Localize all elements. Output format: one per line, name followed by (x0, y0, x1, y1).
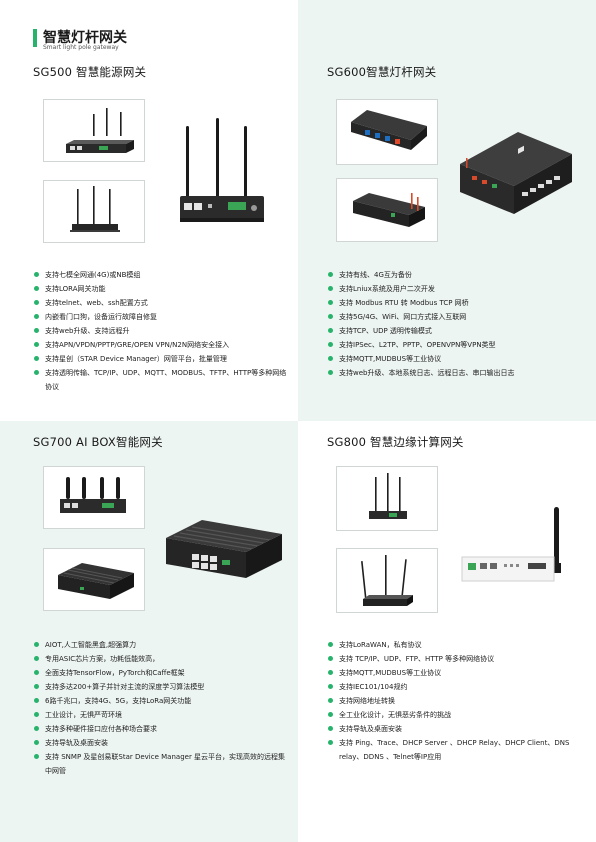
sg600-photo-side (336, 178, 438, 242)
list-item: 支持telnet、web、ssh配置方式 (33, 296, 291, 310)
sg700-title: SG700 AI BOX智能网关 (33, 435, 163, 449)
sg600-feature-list: 支持有线、4G互为备份 支持Lniux系统及用户二次开发 支持 Modbus R… (327, 268, 589, 380)
sg500-photo-front (43, 99, 145, 162)
sg500-photo-rear (43, 180, 145, 243)
sg600-product-image (460, 132, 572, 214)
sg800-photo-side (336, 548, 438, 613)
list-item: 支持 TCP/IP、UDP、FTP、HTTP 等多种网络协议 (327, 652, 589, 666)
list-item: 支持APN/VPDN/PPTP/GRE/OPEN VPN/N2N网络安全接入 (33, 338, 291, 352)
list-item: 支持导轨及桌面安装 (33, 736, 291, 750)
sg600-gateway-image (351, 110, 427, 150)
list-item: 支持Lniux系统及用户二次开发 (327, 282, 589, 296)
list-item: 支持导轨及桌面安装 (327, 722, 589, 736)
sg800-photo-top (336, 466, 438, 531)
list-item: 支持IPSec、L2TP、PPTP、OPENVPN等VPN类型 (327, 338, 589, 352)
list-item: 支持七模全网通(4G)或NB模组 (33, 268, 291, 282)
list-item: 支持MQTT,MUDBUS等工业协议 (327, 352, 589, 366)
sg800-edge-gateway-image (369, 473, 407, 519)
sg800-product-image (461, 507, 561, 582)
page-subtitle: Smart light pole gateway (43, 44, 119, 51)
list-item: 支持 SNMP 及星创易联Star Device Manager 星云平台，实现… (33, 750, 291, 778)
sg700-photo-top (43, 466, 145, 529)
list-item: 支持MQTT,MUDBUS等工业协议 (327, 666, 589, 680)
list-item: 支持星创（STAR Device Manager）网管平台，批量管理 (33, 352, 291, 366)
sg800-feature-list: 支持LoRaWAN，私有协议 支持 TCP/IP、UDP、FTP、HTTP 等多… (327, 638, 589, 764)
list-item: 支持多达200+算子并针对主流的深度学习算法模型 (33, 680, 291, 694)
sg700-product-image (166, 520, 282, 578)
sg600-title: SG600智慧灯杆网关 (327, 65, 437, 79)
page-title: 智慧灯杆网关 (43, 30, 127, 46)
list-item: 支持web升级、本地系统日志、远程日志、串口输出日志 (327, 366, 589, 380)
list-item: AIOT,人工智能黑盒,超强算力 (33, 638, 291, 652)
sg600-photo-top (336, 99, 438, 165)
sg700-feature-list: AIOT,人工智能黑盒,超强算力 专用ASIC芯片方案，功耗低能效高， 全面支持… (33, 638, 291, 778)
list-item: 支持多种硬件接口应付各种场合要求 (33, 722, 291, 736)
list-item: 支持透明传输、TCP/IP、UDP、MQTT、MODBUS、TFTP、HTTP等… (33, 366, 291, 394)
list-item: 全面支持TensorFlow，PyTorch和Caffe框架 (33, 666, 291, 680)
sg500-router-image (66, 108, 134, 153)
list-item: 支持LoRaWAN，私有协议 (327, 638, 589, 652)
sg800-edge-gateway-side-image (361, 555, 413, 606)
list-item: 支持LORA网关功能 (33, 282, 291, 296)
sg500-title: SG500 智慧能源网关 (33, 65, 147, 79)
list-item: 全工业化设计，无惧恶劣条件的挑战 (327, 708, 589, 722)
sg600-gateway-side-image (353, 193, 425, 227)
sg500-product-image (180, 118, 264, 222)
list-item: 专用ASIC芯片方案，功耗低能效高， (33, 652, 291, 666)
list-item: 支持 Modbus RTU 转 Modbus TCP 网桥 (327, 296, 589, 310)
sg700-photo-side (43, 548, 145, 611)
list-item: 支持5G/4G、WiFi、网口方式接入互联网 (327, 310, 589, 324)
sg800-title: SG800 智慧边缘计算网关 (327, 435, 464, 449)
sg700-aibox-image (60, 477, 126, 513)
sg500-router-rear-image (70, 186, 120, 232)
sg700-aibox-side-image (58, 563, 134, 599)
title-accent-bar (33, 29, 37, 47)
list-item: 支持 Ping、Trace、DHCP Server 、DHCP Relay、DH… (327, 736, 589, 764)
list-item: 支持网络地址转换 (327, 694, 589, 708)
list-item: 支持web升级、支持远程升 (33, 324, 291, 338)
sg500-feature-list: 支持七模全网通(4G)或NB模组 支持LORA网关功能 支持telnet、web… (33, 268, 291, 394)
list-item: 支持TCP、UDP 透明传输模式 (327, 324, 589, 338)
list-item: 支持IEC101/104规约 (327, 680, 589, 694)
list-item: 支持有线、4G互为备份 (327, 268, 589, 282)
list-item: 工业设计，无惧严苛环境 (33, 708, 291, 722)
list-item: 内嵌看门口狗，设备运行故障自修复 (33, 310, 291, 324)
list-item: 6路千兆口，支持4G、5G，支持LoRa网关功能 (33, 694, 291, 708)
